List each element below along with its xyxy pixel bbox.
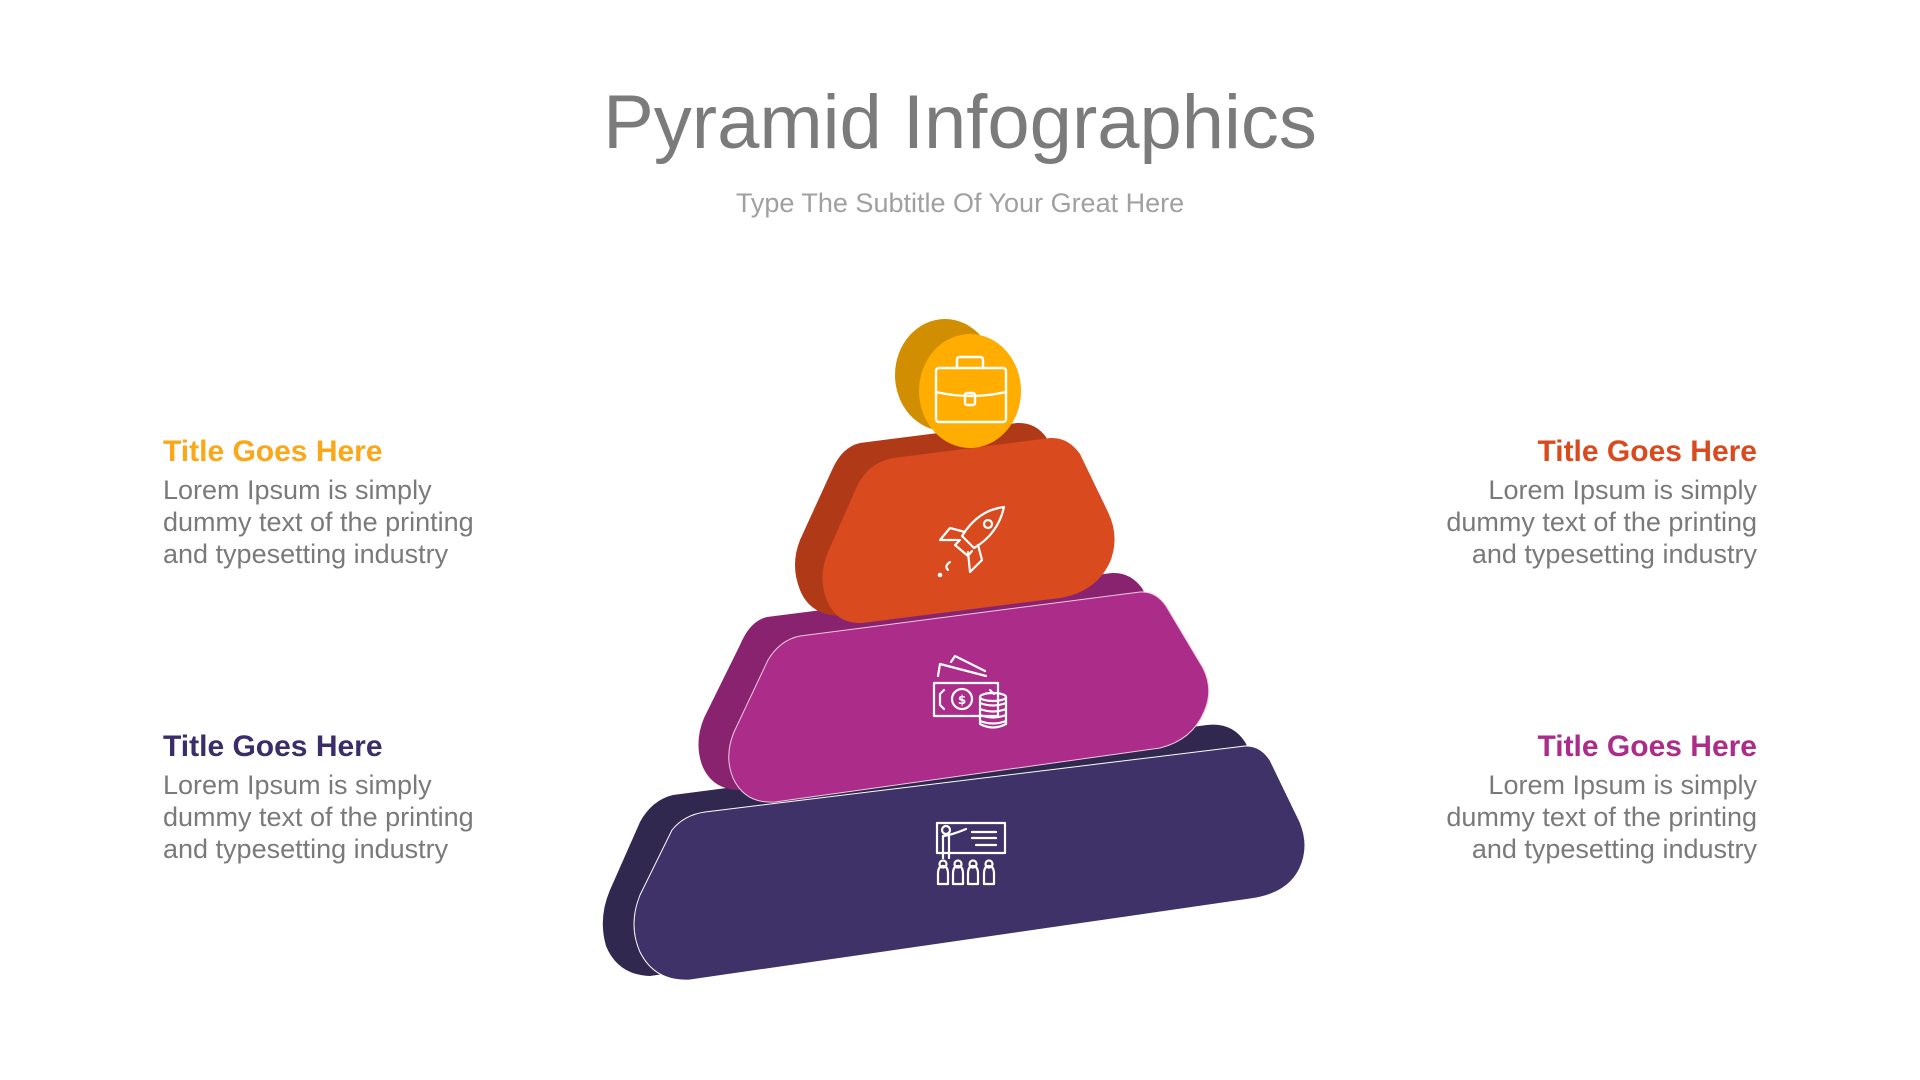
level-3-front: [728, 591, 1210, 803]
block-title: Title Goes Here: [163, 435, 383, 468]
block-body-line: Lorem Ipsum is simply: [1488, 770, 1757, 800]
level-1-front: [919, 334, 1021, 448]
block-body-line: dummy text of the printing: [163, 802, 474, 832]
block-body-line: dummy text of the printing: [1446, 507, 1757, 537]
block-body-line: dummy text of the printing: [163, 507, 474, 537]
block-title: Title Goes Here: [163, 730, 383, 763]
briefcase-icon: [934, 355, 1008, 424]
text-block-top-right: Title Goes Here Lorem Ipsum is simply du…: [1337, 434, 1757, 570]
page-subtitle: Type The Subtitle Of Your Great Here: [735, 188, 1185, 218]
text-block-bottom-right: Title Goes Here Lorem Ipsum is simply du…: [1337, 729, 1757, 865]
block-body-line: Lorem Ipsum is simply: [163, 770, 432, 800]
page-title: Pyramid Infographics: [603, 80, 1317, 165]
money-coins-icon: $: [932, 654, 1008, 729]
block-body-line: and typesetting industry: [163, 539, 449, 569]
text-block-top-left: Title Goes Here Lorem Ipsum is simply du…: [163, 434, 583, 570]
block-body: Lorem Ipsum is simply dummy text of the …: [1337, 474, 1757, 570]
block-body: Lorem Ipsum is simply dummy text of the …: [163, 474, 583, 570]
block-body-line: and typesetting industry: [1471, 539, 1757, 569]
level-2-front: [822, 437, 1115, 624]
block-body-line: dummy text of the printing: [1446, 802, 1757, 832]
block-body-line: and typesetting industry: [163, 834, 449, 864]
presentation-icon: [935, 821, 1007, 886]
block-title: Title Goes Here: [1537, 435, 1757, 468]
pyramid-level-2: [795, 422, 1115, 624]
rocket-icon: [937, 505, 1006, 578]
block-body: Lorem Ipsum is simply dummy text of the …: [1337, 769, 1757, 865]
block-body: Lorem Ipsum is simply dummy text of the …: [163, 769, 583, 865]
pyramid-level-3: $: [698, 572, 1210, 803]
block-body-line: Lorem Ipsum is simply: [163, 475, 432, 505]
svg-text:$: $: [958, 693, 966, 707]
block-body-line: Lorem Ipsum is simply: [1488, 475, 1757, 505]
text-block-bottom-left: Title Goes Here Lorem Ipsum is simply du…: [163, 729, 583, 865]
pyramid-level-1: [895, 319, 1021, 448]
block-title: Title Goes Here: [1537, 730, 1757, 763]
block-body-line: and typesetting industry: [1471, 834, 1757, 864]
